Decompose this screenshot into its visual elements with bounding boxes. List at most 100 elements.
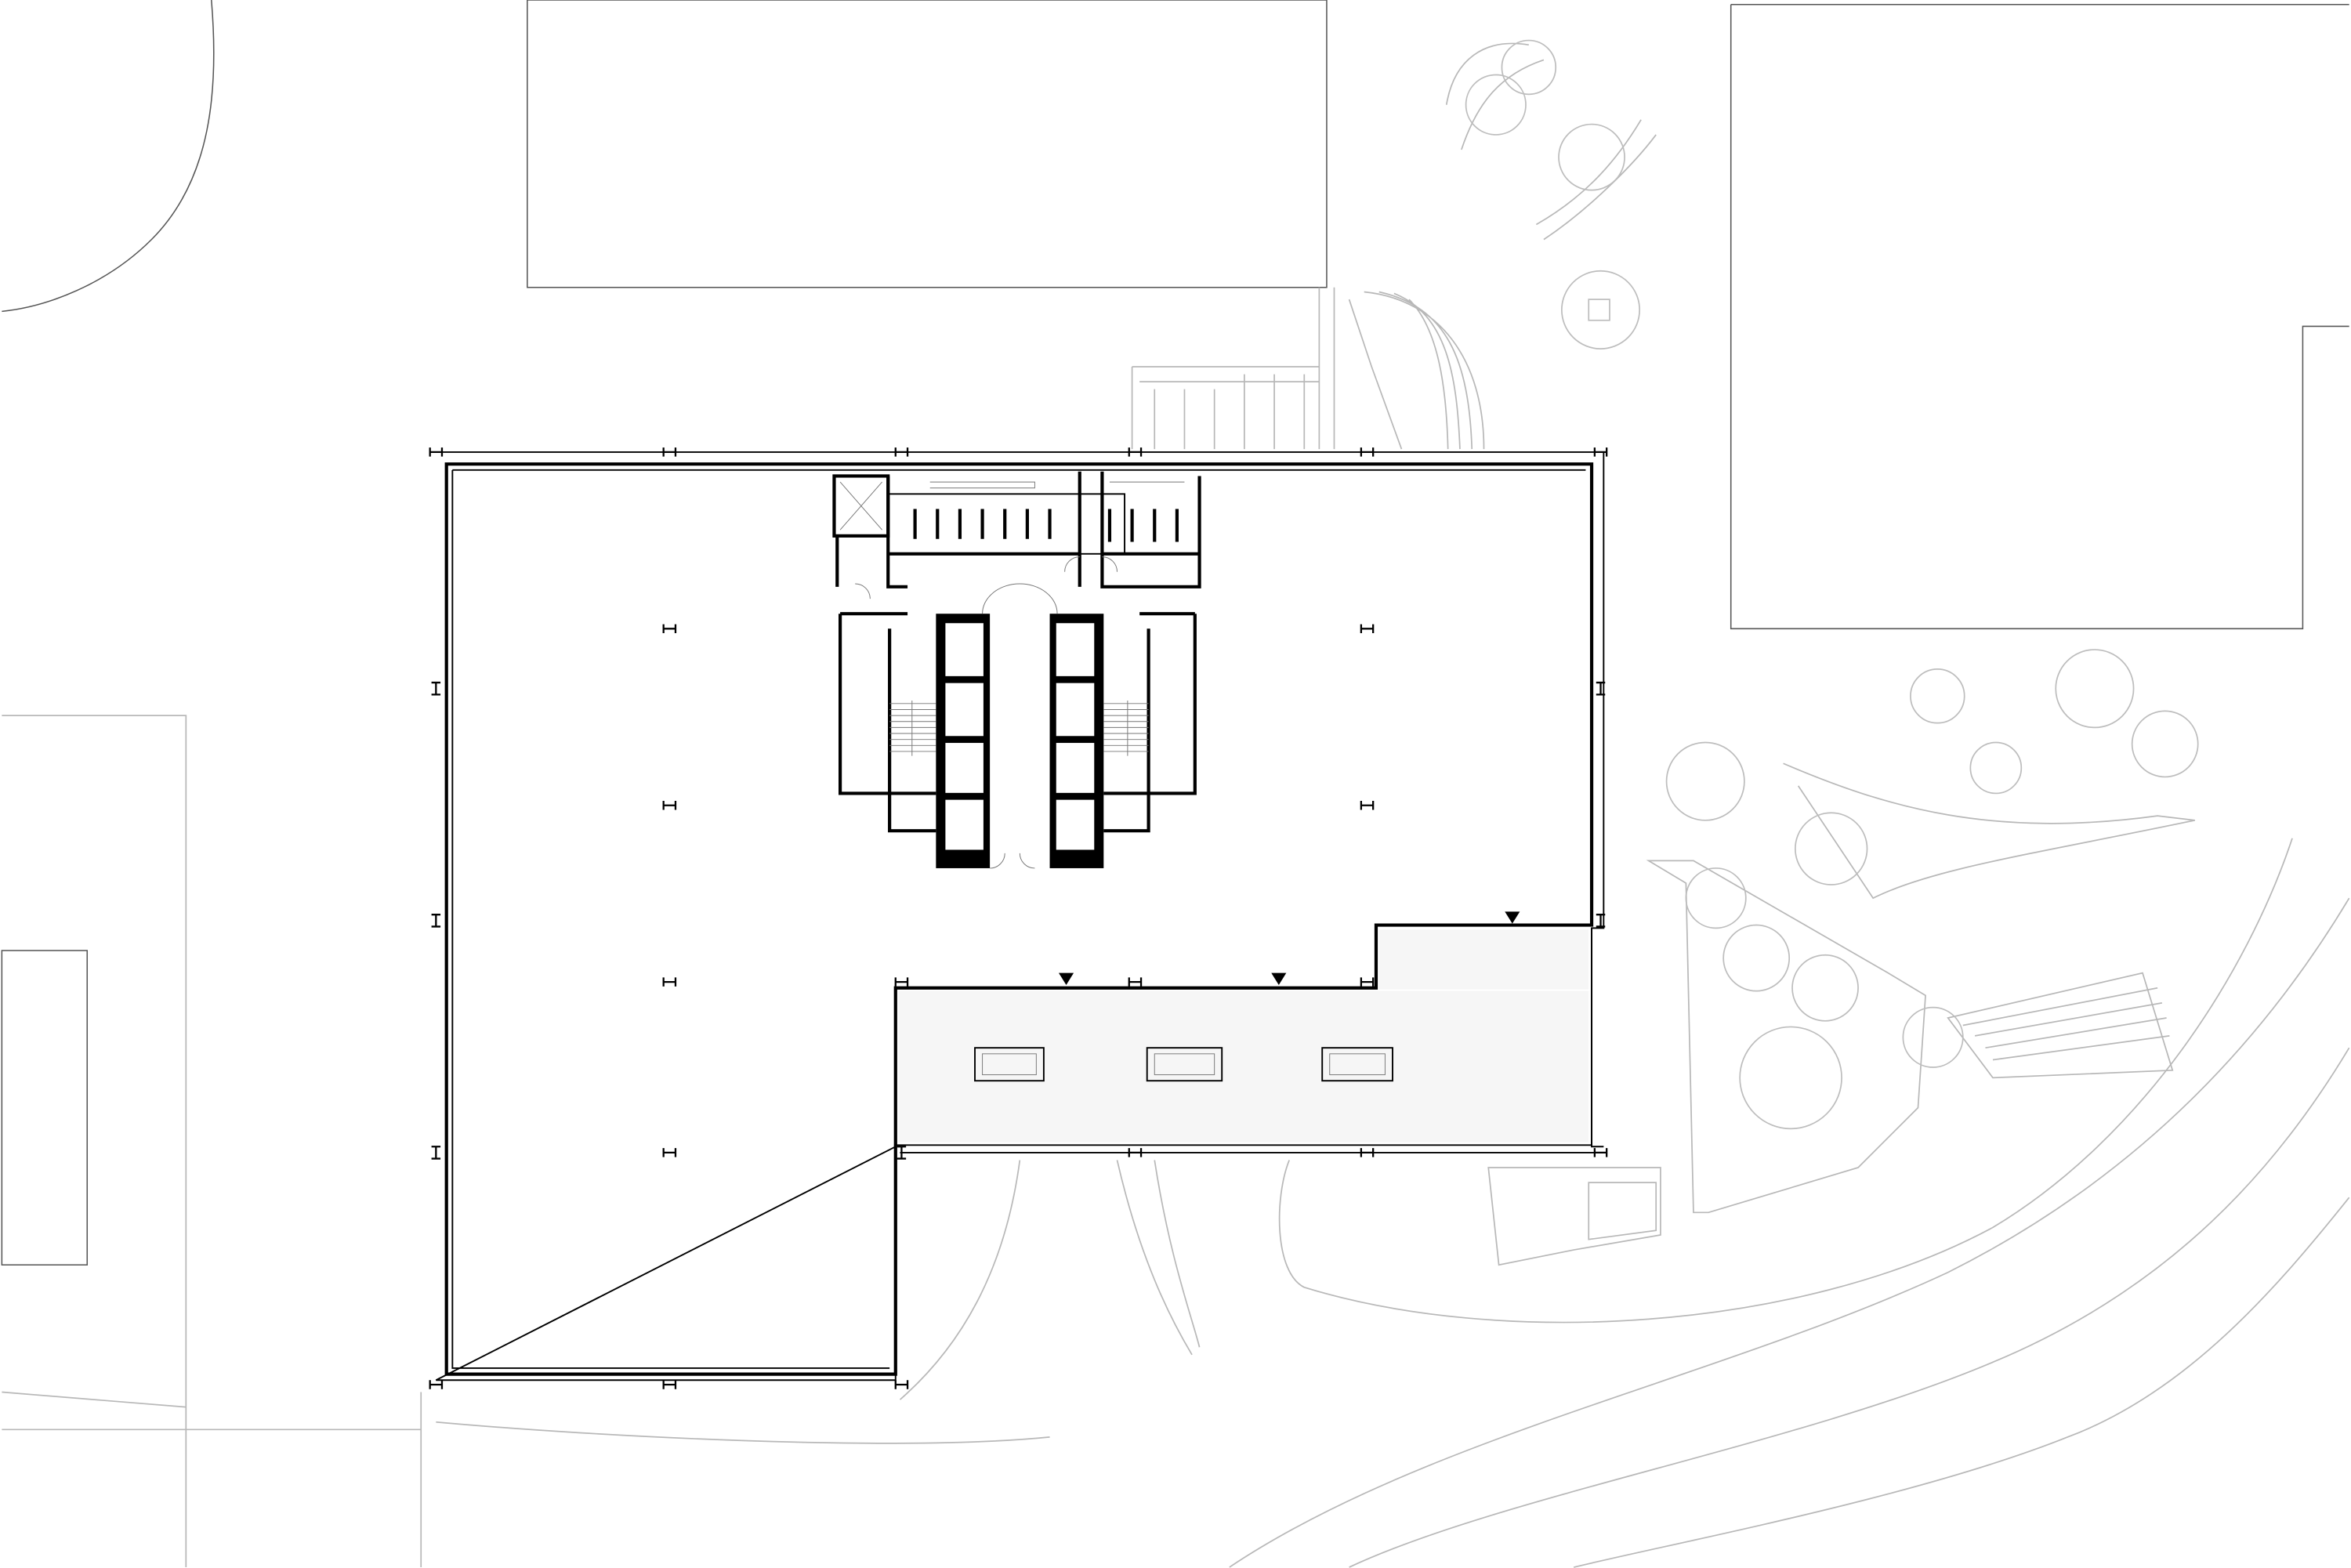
site-line-left xyxy=(2,1391,1050,1568)
road-curve-1 xyxy=(1229,897,2350,1568)
tree xyxy=(1739,1026,1842,1130)
building-envelope xyxy=(435,451,1605,1382)
building-core xyxy=(832,471,1201,869)
edge-top-right xyxy=(1445,42,1657,241)
planter xyxy=(1146,1047,1223,1082)
facade-inner xyxy=(444,462,1594,1376)
tree xyxy=(1791,954,1859,1022)
tree xyxy=(1969,741,2023,795)
steps-top xyxy=(1131,287,1485,450)
tree xyxy=(1501,39,1557,96)
column-marker xyxy=(662,1148,677,1157)
toilet-partitions xyxy=(888,509,1080,556)
terrace-paving-upper xyxy=(1378,929,1589,990)
column-marker xyxy=(1360,800,1375,810)
tree xyxy=(2131,710,2199,778)
column-marker xyxy=(1596,914,1606,928)
terrace-outline xyxy=(894,928,1604,1153)
core-wall xyxy=(838,612,936,833)
column-marker xyxy=(1596,681,1606,696)
tree xyxy=(1465,74,1527,136)
column-marker xyxy=(1360,1148,1375,1157)
elevator-car xyxy=(1055,622,1096,678)
elevator-bank-right xyxy=(1049,614,1104,868)
column-marker xyxy=(894,1380,909,1389)
elevator-car xyxy=(944,622,985,678)
tree xyxy=(1560,270,1641,349)
column-marker xyxy=(1593,447,1608,457)
toilet-partitions xyxy=(1102,509,1200,556)
building-top-center xyxy=(527,0,1328,288)
planter xyxy=(1154,1053,1215,1076)
column-marker xyxy=(431,914,441,928)
column-marker xyxy=(1128,977,1143,987)
planter xyxy=(982,1053,1037,1076)
column-marker xyxy=(894,447,909,457)
road-curve-3 xyxy=(1573,1197,2350,1568)
terrace-paving xyxy=(898,990,1589,1143)
trees xyxy=(1465,39,2199,1130)
steps-right xyxy=(1947,972,2174,1079)
column-marker xyxy=(662,977,677,987)
curved-boundary-top-left xyxy=(2,0,215,313)
elevator-car xyxy=(1055,741,1096,795)
elevator-car xyxy=(944,741,985,795)
planter xyxy=(974,1047,1045,1082)
facade-line-2 xyxy=(451,469,1586,1369)
context-roads xyxy=(899,42,2350,1568)
elevator-car xyxy=(1055,798,1096,851)
building-left xyxy=(2,715,187,1568)
column-marker xyxy=(897,1146,907,1160)
column-marker xyxy=(662,447,677,457)
stair-right xyxy=(1103,612,1197,833)
elevator-car xyxy=(944,682,985,737)
tree xyxy=(1665,741,1745,821)
column-marker xyxy=(429,1380,444,1389)
tree xyxy=(1902,1006,1964,1068)
path-1 xyxy=(1116,1160,1201,1356)
elevator-car xyxy=(944,798,985,851)
column-marker xyxy=(662,1380,677,1389)
column-marker xyxy=(431,1146,441,1160)
stair-treads xyxy=(1103,701,1149,756)
elevator-car xyxy=(1055,682,1096,737)
elevator-bank-left xyxy=(936,614,991,868)
tree-pit xyxy=(1588,299,1610,321)
tree xyxy=(1685,867,1747,929)
planter xyxy=(1321,1047,1393,1082)
tree xyxy=(1794,812,1868,885)
path-2 xyxy=(899,1160,1021,1400)
column-marker xyxy=(1360,977,1375,987)
road-curve-4 xyxy=(1278,838,2293,1324)
column-marker xyxy=(1128,1148,1143,1157)
column-marker xyxy=(1593,1148,1608,1157)
core-wall xyxy=(835,471,1201,588)
tree xyxy=(1910,668,1965,724)
column-marker xyxy=(431,681,441,696)
column-marker xyxy=(894,977,909,987)
garden-bed xyxy=(1646,860,1926,1214)
planters xyxy=(974,1047,1393,1082)
vanity xyxy=(929,481,1035,489)
column-markers xyxy=(429,447,1608,1389)
column-marker xyxy=(1360,447,1375,457)
column-marker xyxy=(429,447,444,457)
planter xyxy=(1329,1053,1386,1076)
shaft-cross xyxy=(839,481,882,531)
entrance-arrow-icon xyxy=(1271,972,1287,985)
entrance-arrow-icon xyxy=(1058,972,1074,985)
stair-left xyxy=(838,612,936,833)
tree xyxy=(1558,123,1625,191)
tree xyxy=(2055,649,2135,729)
column-marker xyxy=(1360,624,1375,634)
column-marker xyxy=(1128,447,1143,457)
stair-treads xyxy=(889,701,936,756)
door-swings xyxy=(855,556,1118,869)
building-left-inner xyxy=(1,950,89,1266)
road-curve-2 xyxy=(1349,1047,2350,1568)
column-marker xyxy=(662,624,677,634)
restroom-left xyxy=(887,481,1126,556)
ramp xyxy=(1783,762,2196,900)
